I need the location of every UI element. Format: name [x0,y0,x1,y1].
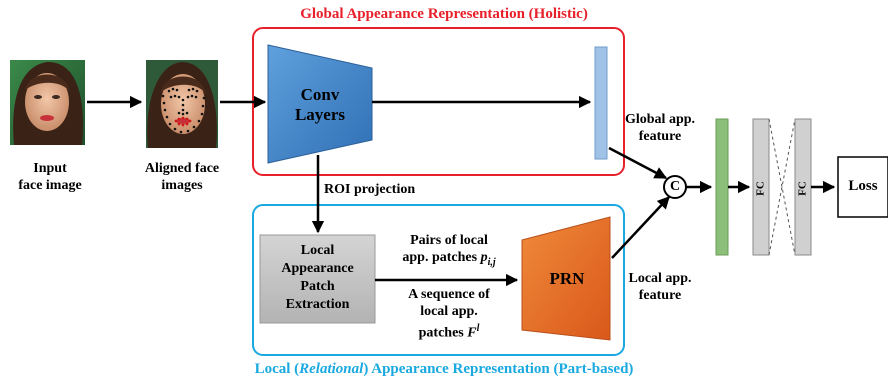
fc1-text: FC [754,181,767,196]
conv-layers-block [267,44,373,164]
global-title-text: Global Appearance Representation (Holist… [300,6,588,22]
patch-extraction-box [259,234,376,324]
local-title: Local (Relational) Appearance Representa… [0,361,888,378]
pairs-math-sub: i,j [488,257,496,268]
global-title: Global Appearance Representation (Holist… [0,6,888,23]
sequence-line1: A sequence of [408,287,490,302]
fc2-text: FC [796,181,809,196]
sequence-math-sup: l [477,323,480,334]
extraction-line2: Appearance [281,261,354,276]
global-feature-line2: feature [638,129,682,144]
sequence-line3: patches Fl [378,320,520,342]
input-face-label: Input face image [10,160,90,194]
combined-feature-bar [715,118,729,256]
sequence-label: A sequence of local app. patches Fl [378,286,520,342]
sequence-line2: local app. [420,304,478,319]
prn-block [521,216,611,341]
local-title-italic: Relational [299,361,364,377]
pairs-line1: Pairs of local [410,233,488,248]
global-feature-label: Global app. feature [612,111,708,145]
aligned-face-label: Aligned face images [130,160,234,194]
loss-label: Loss [838,178,888,195]
aligned-face-image [146,60,218,148]
loss-box [837,156,888,218]
fc1-bar [752,118,770,256]
conv-label-line2: Layers [294,105,346,124]
roi-projection-text: ROI projection [324,182,416,197]
prn-label: PRN [528,270,606,287]
fc1-label: FC [753,173,770,205]
input-face-image [10,60,85,145]
landmark-points [161,87,206,134]
conv-label-line1: Conv [300,85,340,104]
input-face-label-line2: face image [18,178,82,193]
fc2-label: FC [795,173,812,205]
extraction-line1: Local [300,243,335,258]
extraction-line4: Extraction [285,297,350,312]
sequence-math: F [467,325,477,341]
local-title-prefix: Local ( [254,361,300,377]
global-feature-line1: Global app. [624,112,696,127]
concat-symbol-text: C [669,179,681,194]
mouth-landmarks [174,116,192,127]
input-face-label-line1: Input [33,161,67,176]
global-feature-bar [594,46,608,160]
local-title-suffix: ) Appearance Representation (Part-based) [363,361,634,377]
pairs-math-sub-text: i,j [487,256,496,268]
pairs-line2: app. patches pi,j [378,249,520,271]
pairs-line2-text: app. patches [402,250,478,265]
patch-extraction-label: Local Appearance Patch Extraction [262,242,373,314]
conv-layers-label: Conv Layers [272,85,368,125]
local-feature-line2: feature [638,288,682,303]
sequence-math-sup-text: l [476,323,480,334]
sequence-line3-text: patches [418,325,464,341]
prn-text: PRN [549,269,585,288]
concat-symbol: C [665,178,685,195]
local-feature-label: Local app. feature [612,270,708,304]
aligned-face-label-line2: images [161,178,203,193]
extraction-line3: Patch [300,279,335,294]
local-feature-line1: Local app. [628,271,692,286]
pairs-label: Pairs of local app. patches pi,j [378,232,520,271]
roi-projection-label: ROI projection [324,181,415,198]
local-group-box [252,204,625,356]
aligned-face-label-line1: Aligned face [144,161,220,176]
pairs-math: p [480,250,488,265]
loss-text: Loss [848,178,878,194]
